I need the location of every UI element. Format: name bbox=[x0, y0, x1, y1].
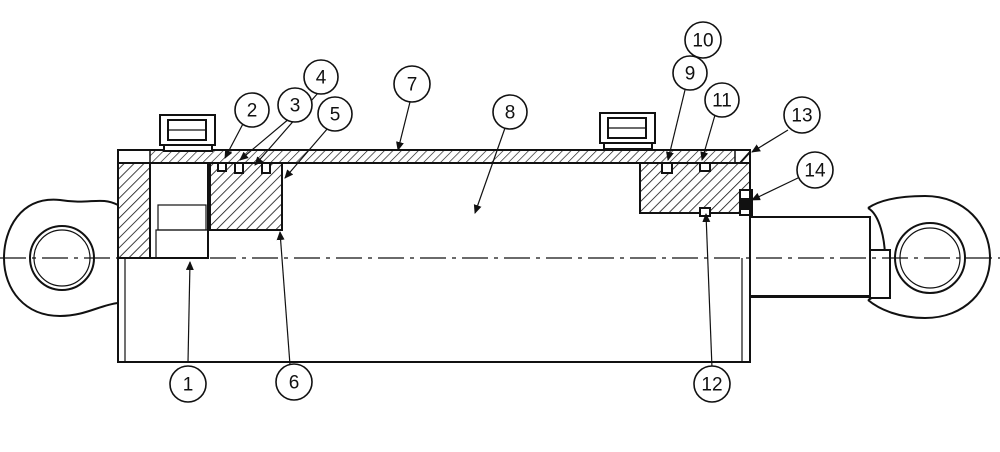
leader-lines bbox=[185, 89, 801, 369]
callout-2: 2 bbox=[234, 92, 270, 128]
callout-9: 9 bbox=[672, 55, 708, 91]
callout-14-label: 14 bbox=[804, 161, 826, 182]
callout-6-label: 6 bbox=[289, 373, 300, 394]
callout-5: 5 bbox=[317, 96, 353, 132]
callout-10-label: 10 bbox=[692, 31, 713, 52]
callout-12-label: 12 bbox=[701, 375, 722, 396]
callout-13-label: 13 bbox=[791, 106, 812, 127]
callout-13: 13 bbox=[783, 96, 821, 134]
callout-12: 12 bbox=[693, 365, 731, 403]
callout-14: 14 bbox=[796, 151, 834, 189]
callout-2-label: 2 bbox=[247, 101, 258, 122]
callout-3: 3 bbox=[277, 87, 313, 123]
callout-11-label: 11 bbox=[712, 91, 732, 112]
callout-1: 1 bbox=[169, 365, 207, 403]
callout-1-label: 1 bbox=[183, 375, 194, 396]
callout-9-label: 9 bbox=[685, 64, 696, 85]
callout-11: 11 bbox=[704, 82, 740, 118]
callout-10: 10 bbox=[684, 21, 722, 59]
rod-port bbox=[599, 112, 656, 150]
callout-6: 6 bbox=[275, 363, 313, 401]
callout-5-label: 5 bbox=[330, 105, 341, 126]
piston bbox=[209, 162, 283, 231]
callout-8-label: 8 bbox=[505, 103, 516, 124]
rod-gland bbox=[639, 149, 753, 217]
base-port bbox=[159, 114, 216, 152]
callout-4-label: 4 bbox=[316, 68, 327, 89]
base-end-cap bbox=[117, 149, 209, 259]
callout-3-label: 3 bbox=[290, 96, 301, 117]
callout-8: 8 bbox=[492, 94, 528, 130]
callout-7-label: 7 bbox=[407, 75, 418, 96]
callout-4: 4 bbox=[303, 59, 339, 95]
callout-7: 7 bbox=[393, 65, 431, 103]
